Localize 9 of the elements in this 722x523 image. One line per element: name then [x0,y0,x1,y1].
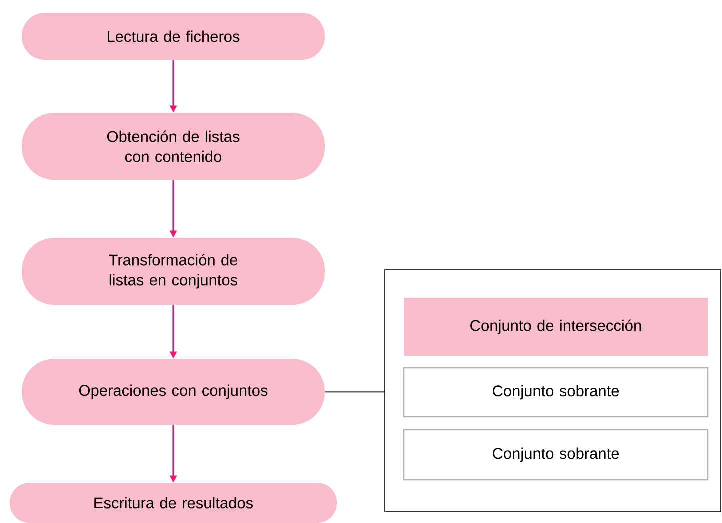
result-box: Conjunto de intersección [404,298,708,356]
connector-line [325,391,384,393]
result-box: Conjunto sobrante [403,367,709,418]
process-pill: Escritura de resultados [10,483,337,523]
process-pill: Lectura de ficheros [22,13,325,60]
result-box: Conjunto sobrante [403,429,709,481]
process-pill: Obtención de listas con contenido [22,113,325,180]
process-pill: Transformación de listas en conjuntos [22,238,325,305]
process-pill: Operaciones con conjuntos [22,359,325,425]
